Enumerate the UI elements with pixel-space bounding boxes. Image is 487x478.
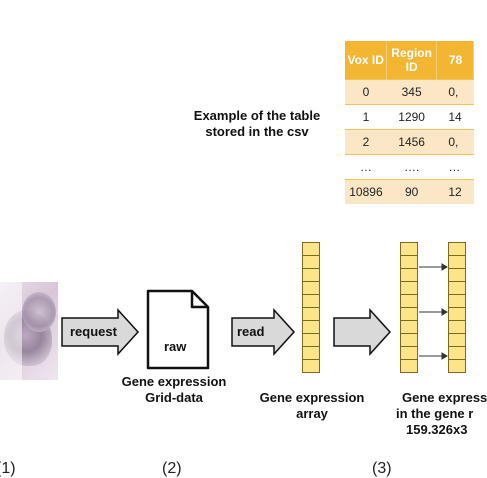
- caption-line: Gene expression: [121, 374, 227, 389]
- table-cell: 90: [386, 179, 437, 204]
- step-marker-2: (2): [162, 460, 182, 477]
- array-cell: [302, 346, 320, 360]
- array-cell: [448, 346, 466, 360]
- region-caption: Gene express in the gene r 159.326x3: [390, 390, 487, 438]
- region-array-left: [400, 242, 418, 373]
- table-cell: 0,: [436, 79, 474, 105]
- table-cell: 12: [436, 179, 474, 204]
- table-cell: 1456: [386, 129, 437, 155]
- table-row: … …. …: [345, 154, 474, 180]
- request-label: request: [70, 324, 117, 339]
- table-cell: 2: [345, 129, 387, 155]
- array-caption: Gene expression array: [254, 390, 370, 422]
- array-cell: [302, 255, 320, 269]
- array-cell: [302, 333, 320, 347]
- array-cell: [448, 333, 466, 347]
- array-cell: [302, 320, 320, 334]
- transform-arrow: [333, 308, 392, 356]
- array-cell: [448, 255, 466, 269]
- array-cell: [400, 255, 418, 269]
- region-link-arrows: [419, 263, 448, 360]
- header-region-id: Region ID: [386, 41, 437, 80]
- gene-expression-array: [302, 242, 320, 373]
- caption-line: 159.326x3: [406, 422, 468, 437]
- array-cell: [400, 268, 418, 282]
- raw-file-icon: [146, 289, 210, 370]
- array-cell: [448, 268, 466, 282]
- csv-example-table: Vox ID Region ID 78 0 345 0, 1 1290 14 2…: [345, 41, 475, 204]
- header-vox-id: Vox ID: [345, 41, 388, 80]
- table-header-row: Vox ID Region ID 78: [345, 41, 475, 80]
- table-cell: ….: [386, 154, 437, 180]
- array-cell: [448, 320, 466, 334]
- read-arrow: [231, 308, 296, 356]
- request-arrow: [61, 308, 140, 356]
- array-cell: [302, 242, 320, 256]
- header-col-3: 78: [436, 41, 475, 80]
- table-cell: 345: [386, 79, 437, 105]
- step-marker-3: (3): [372, 460, 392, 477]
- step-marker-1: (1): [0, 460, 16, 477]
- table-row: 10896 90 12: [345, 179, 474, 204]
- table-caption: Example of the table stored in the csv: [182, 108, 332, 140]
- caption-line: Gene express: [402, 390, 487, 405]
- caption-line: array: [296, 406, 328, 421]
- array-cell: [400, 242, 418, 256]
- table-cell: 10896: [345, 179, 387, 204]
- array-cell: [400, 294, 418, 308]
- raw-file-label: raw: [164, 339, 187, 354]
- region-array-right: [448, 242, 466, 373]
- table-caption-text: Example of the table stored in the csv: [193, 108, 321, 139]
- caption-line: Gene expression: [259, 390, 365, 405]
- array-cell: [400, 281, 418, 295]
- array-cell: [448, 307, 466, 321]
- table-row: 0 345 0,: [345, 79, 474, 105]
- table-row: 2 1456 0,: [345, 129, 474, 155]
- pipeline-diagram: [61, 263, 448, 370]
- read-label: read: [237, 324, 265, 339]
- table-cell: 1: [345, 104, 387, 130]
- array-cell: [448, 359, 466, 373]
- array-cell: [302, 307, 320, 321]
- array-cell: [400, 320, 418, 334]
- array-cell: [448, 281, 466, 295]
- array-cell: [302, 281, 320, 295]
- table-cell: …: [345, 154, 387, 180]
- array-cell: [302, 359, 320, 373]
- caption-line: Grid-data: [145, 390, 203, 405]
- array-cell: [400, 333, 418, 347]
- table-cell: …: [436, 154, 474, 180]
- array-cell: [400, 346, 418, 360]
- grid-data-caption: Gene expression Grid-data: [112, 374, 236, 406]
- caption-line: in the gene r: [396, 406, 474, 421]
- table-cell: 14: [436, 104, 474, 130]
- brain-slice-overlay: [0, 282, 22, 380]
- array-cell: [400, 307, 418, 321]
- table-cell: 1290: [386, 104, 437, 130]
- brain-lobe: [22, 292, 56, 332]
- table-row: 1 1290 14: [345, 104, 474, 130]
- array-cell: [400, 359, 418, 373]
- array-cell: [448, 294, 466, 308]
- brain-section-image: [0, 282, 58, 380]
- table-cell: 0: [345, 79, 387, 105]
- array-cell: [448, 242, 466, 256]
- array-cell: [302, 294, 320, 308]
- table-cell: 0,: [436, 129, 474, 155]
- array-cell: [302, 268, 320, 282]
